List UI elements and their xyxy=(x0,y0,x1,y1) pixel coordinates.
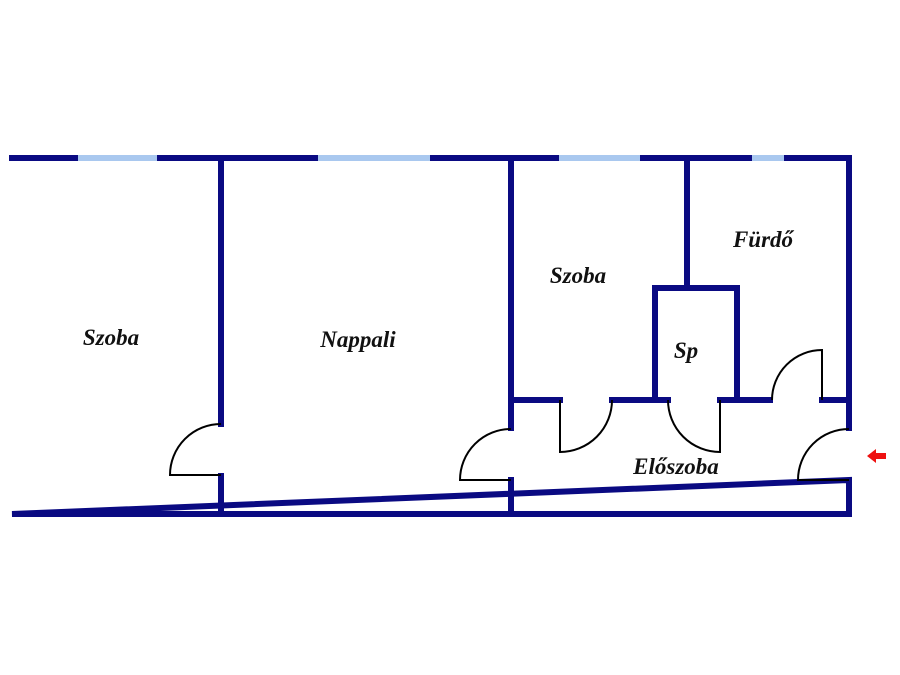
wall-sp-box xyxy=(652,285,740,403)
room-label-szoba-left: Szoba xyxy=(82,325,140,350)
door-entrance xyxy=(796,428,850,481)
room-label-furdo: Fürdő xyxy=(732,227,794,252)
room-label-eloszoba: Előszoba xyxy=(633,454,719,479)
room-label-nappali: Nappali xyxy=(320,327,396,352)
door-furdo xyxy=(771,348,823,401)
door-szoba-left xyxy=(168,423,222,476)
door-sp xyxy=(667,399,721,454)
door-szoba-right xyxy=(559,399,613,454)
outer-wall xyxy=(9,155,852,517)
door-nappali xyxy=(458,428,512,481)
room-label-szoba-right: Szoba xyxy=(549,263,607,288)
room-label-sp: Sp xyxy=(673,338,699,363)
arrow-left-icon xyxy=(867,449,886,463)
doors xyxy=(168,348,850,481)
walls xyxy=(9,155,852,517)
